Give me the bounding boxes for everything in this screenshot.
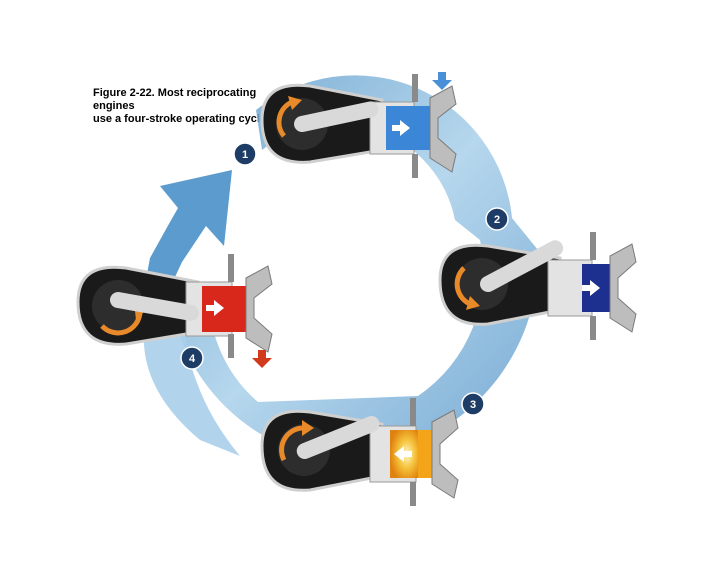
engine-4-piston-direction-arrow [206,300,224,316]
step-badge-2-label: 2 [494,214,500,226]
engine-stroke-1 [260,72,457,178]
engine-1-connecting-rod [294,101,379,132]
engine-2-crank-arrow [454,266,472,307]
engine-4-spark-plug-top [228,254,234,282]
engine-4-spark-plug-bottom [228,334,234,358]
engine-1-piston-direction-arrow [392,120,410,136]
engine-1-spark-plug-bottom [412,154,418,178]
engine-1-crank-arrow [276,99,294,138]
engine-4-exhaust-arrow [252,350,272,368]
step-badge-4-label: 4 [189,353,196,365]
engine-3-crank-arrow-head [302,420,314,436]
engine-3-spark-plug-top [410,398,416,426]
engine-4-crank-arrow [100,311,143,336]
engine-3-piston-direction-arrow [394,446,412,462]
engine-3-spark-plug-bottom [410,482,416,506]
engine-2-spark-plug-top [590,232,596,260]
step-badge-2: 2 [485,207,509,231]
cycle-arrow-body [143,300,240,456]
caption-line-1: Figure 2-22. Most reciprocating engines [93,87,257,112]
engine-3-head [431,409,459,499]
figure-caption: Figure 2-22. Most reciprocating engines … [93,87,293,126]
engine-2-connecting-rod [480,240,564,292]
engine-2-spark-plug-bottom [590,316,596,340]
engine-stroke-3 [260,398,459,506]
engine-1-spark-plug-top [412,74,418,102]
engine-4-head [245,265,273,353]
engine-1-crank-arrow-head [288,96,302,110]
engine-2-head [609,243,637,333]
engine-2-piston-direction-arrow [582,280,600,296]
step-badge-4: 4 [180,346,204,370]
step-badge-3-label: 3 [470,399,476,411]
engine-2-crank-arrow-head [466,296,480,310]
step-badge-1: 1 [233,142,257,166]
caption-line-2: use a four-stroke operating cycle. [93,113,270,125]
engine-4-connecting-rod [110,292,199,321]
engine-stroke-2 [438,232,637,340]
step-badge-1-label: 1 [242,149,248,161]
engine-stroke-4 [76,254,273,368]
engine-3-connecting-rod [296,416,380,460]
engine-1-head [429,85,457,173]
step-badge-3: 3 [461,392,485,416]
engine-3-crank-arrow [279,425,303,462]
engine-1-intake-arrow [432,72,452,90]
